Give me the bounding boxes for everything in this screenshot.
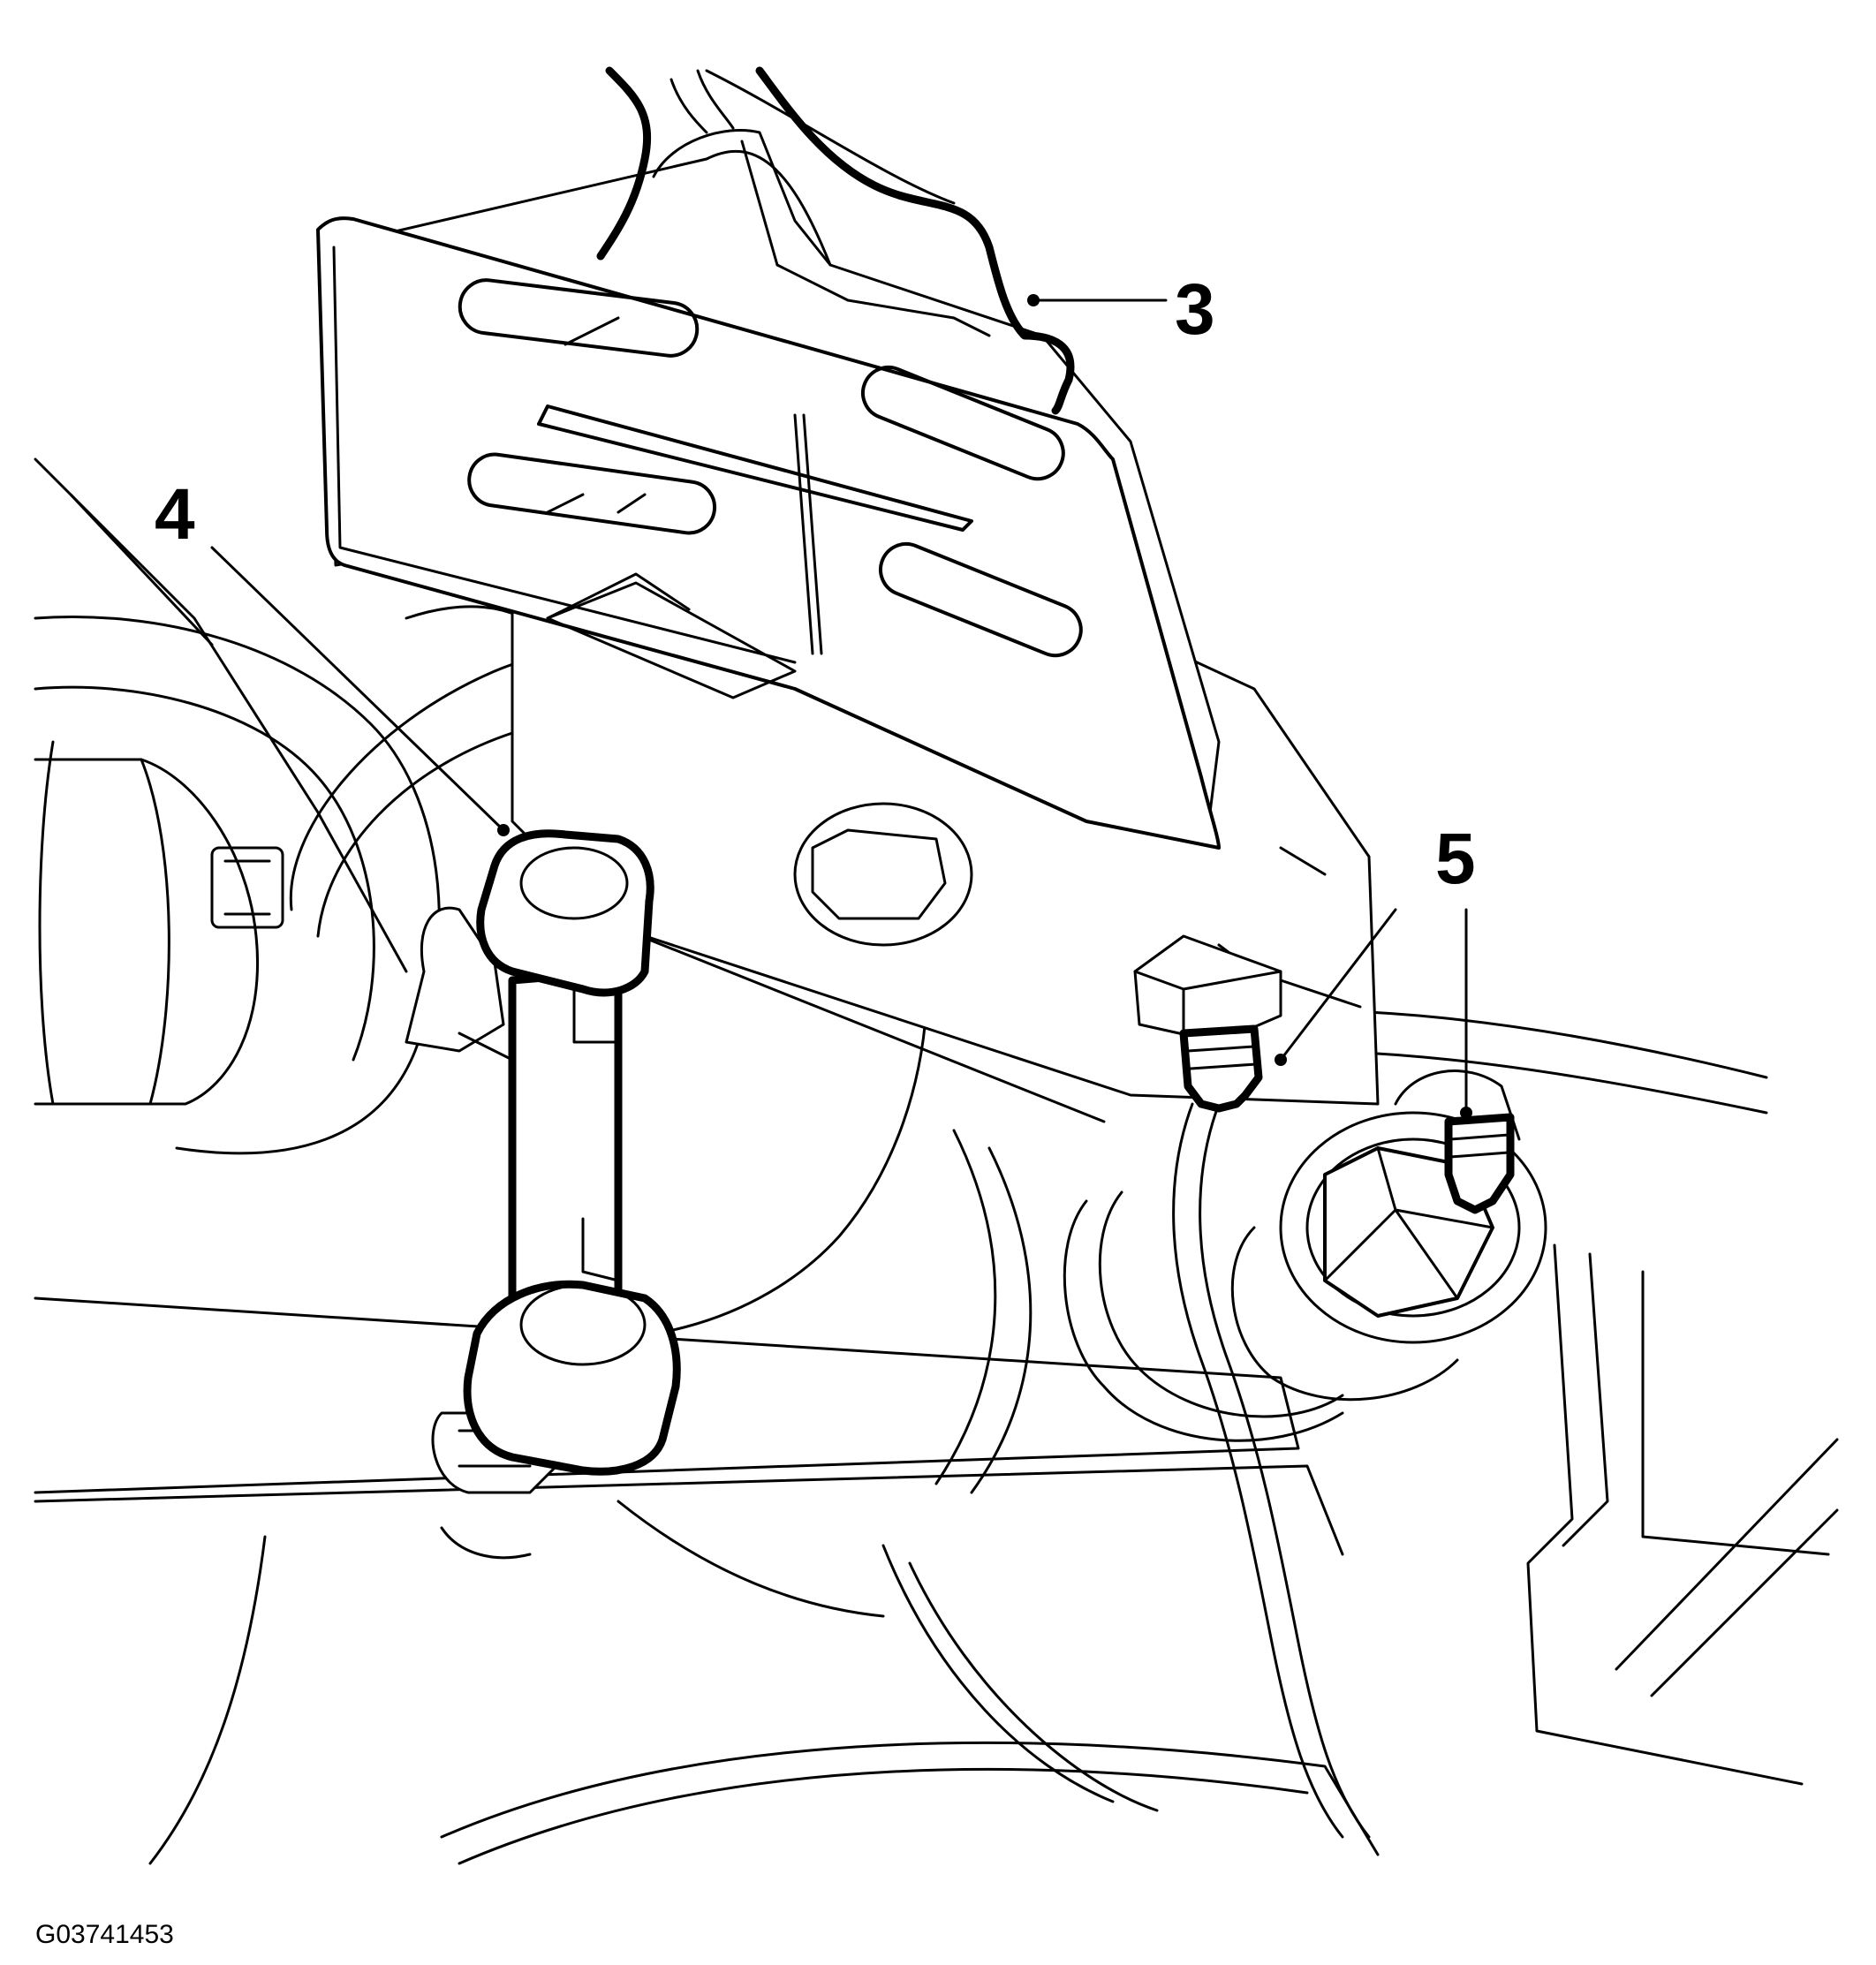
callout-3: 3 [1175, 269, 1215, 350]
callout-4: 4 [155, 474, 195, 555]
leader-dot-5b [1460, 1107, 1472, 1119]
height-sensor-body [652, 69, 956, 267]
leader-dot-3 [1027, 294, 1040, 306]
bracket-nut-1 [1133, 934, 1282, 1113]
leader-line-4 [210, 546, 505, 832]
leader-dot-5a [1275, 1054, 1287, 1066]
leveling-sensor-bracket [316, 149, 1221, 850]
sensor-wiring-harness [596, 66, 1075, 415]
bracket-nut-2 [1394, 1069, 1521, 1214]
leader-dot-4 [497, 824, 510, 836]
sensor-link-rod [405, 829, 681, 1494]
lower-control-arm [34, 1296, 1380, 1865]
callout-5: 5 [1435, 819, 1476, 899]
sensor-wire [1172, 1102, 1371, 1839]
leader-line-5a [1279, 908, 1397, 1062]
figure-id: G03741453 [35, 1920, 174, 1949]
axle-boot [34, 616, 441, 1155]
leader-lines [210, 294, 1472, 1119]
